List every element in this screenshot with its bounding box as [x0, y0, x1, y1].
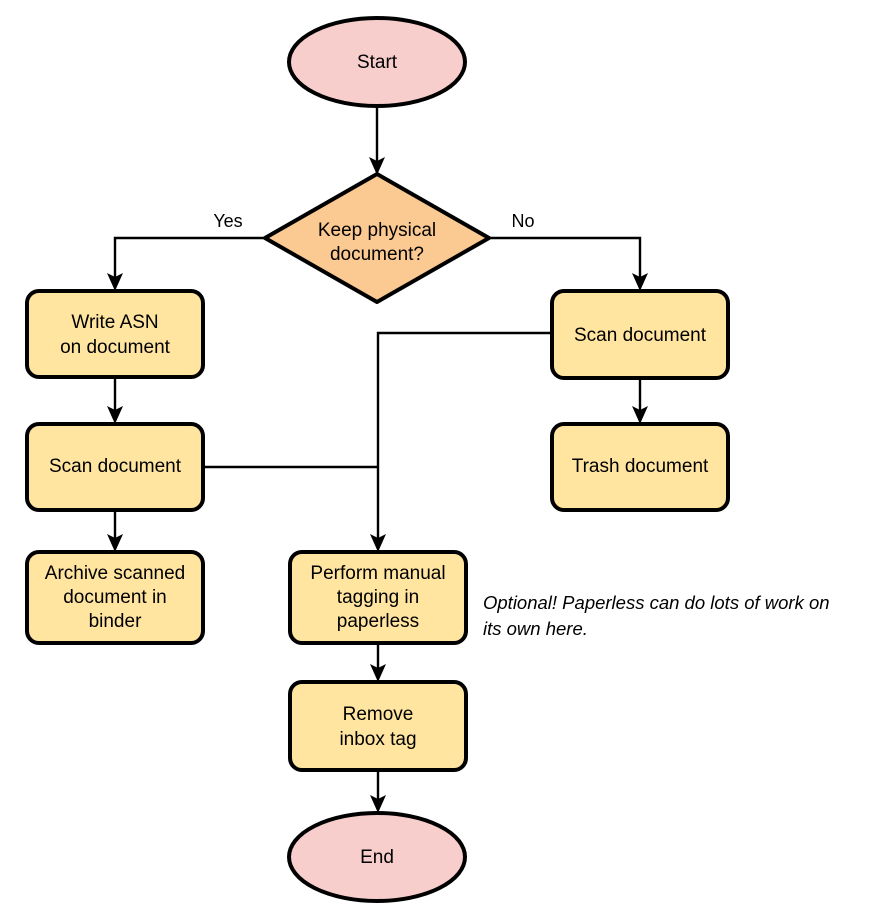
edge-scan-right-to-tagging: [370, 331, 552, 552]
node-trash-document[interactable]: Trash document: [550, 422, 730, 512]
edge-decision-no-to-scan-right: No: [489, 211, 648, 291]
arrowhead-icon: [107, 273, 123, 291]
remove-tag-box[interactable]: [288, 680, 468, 772]
archive-label-line1: Archive scanned: [45, 563, 185, 584]
node-perform-manual-tagging[interactable]: Perform manual tagging in paperless: [288, 550, 468, 645]
scan-right-label: Scan document: [574, 325, 707, 346]
annotation-line1: Optional! Paperless can do lots of work …: [483, 592, 830, 613]
node-archive-scanned-document[interactable]: Archive scanned document in binder: [25, 550, 205, 645]
node-remove-inbox-tag[interactable]: Remove inbox tag: [288, 680, 468, 772]
edge-scan-right-to-trash: [632, 378, 648, 424]
node-scan-document-left[interactable]: Scan document: [25, 422, 205, 512]
edge-label-no: No: [511, 211, 534, 231]
edge-line: [376, 331, 552, 539]
scan-left-box[interactable]: [25, 422, 205, 512]
edge-scan-left-to-archive: [107, 510, 123, 552]
edge-start-to-decision: [369, 104, 385, 175]
end-label: End: [360, 847, 394, 868]
annotation-optional-note: Optional! Paperless can do lots of work …: [483, 592, 830, 639]
tagging-box[interactable]: [288, 550, 468, 645]
arrowhead-icon: [369, 157, 385, 175]
decision-label-line1: Keep physical: [318, 220, 436, 241]
edge-tagging-to-remove-tag: [370, 643, 386, 682]
tagging-label-line2: tagging in: [337, 587, 419, 608]
trash-label: Trash document: [572, 456, 709, 477]
start-label: Start: [357, 52, 398, 73]
edge-label-yes: Yes: [213, 211, 242, 231]
write-asn-label-line1: Write ASN: [71, 312, 158, 333]
node-decision-keep-physical-document[interactable]: Keep physical document?: [263, 172, 491, 304]
trash-box[interactable]: [550, 422, 730, 512]
arrowhead-icon: [632, 406, 648, 424]
annotation-line2: its own here.: [483, 618, 588, 639]
tagging-label-line3: paperless: [337, 611, 419, 632]
edge-line: [113, 236, 265, 278]
edge-decision-yes-to-write-asn: Yes: [107, 211, 265, 291]
edge-write-asn-to-scan-left: [107, 377, 123, 424]
arrowhead-icon: [107, 406, 123, 424]
remove-tag-label-line1: Remove: [343, 704, 414, 725]
tagging-label-line1: Perform manual: [310, 563, 445, 584]
arrowhead-icon: [370, 795, 386, 813]
start-ellipse[interactable]: [287, 16, 467, 108]
edge-remove-tag-to-end: [370, 770, 386, 813]
archive-box[interactable]: [25, 550, 205, 645]
arrowhead-icon: [370, 534, 386, 552]
archive-label-line3: binder: [89, 611, 142, 632]
remove-tag-label-line2: inbox tag: [339, 729, 416, 750]
arrowhead-icon: [370, 664, 386, 682]
write-asn-label-line2: on document: [60, 337, 171, 358]
scan-left-label: Scan document: [49, 456, 182, 477]
archive-label-line2: document in: [63, 587, 167, 608]
scan-right-box[interactable]: [550, 289, 730, 380]
node-start[interactable]: Start: [287, 16, 467, 108]
edge-line: [489, 236, 642, 278]
write-asn-box[interactable]: [25, 289, 205, 379]
node-scan-document-right[interactable]: Scan document: [550, 289, 730, 380]
arrowhead-icon: [107, 534, 123, 552]
end-ellipse[interactable]: [287, 811, 467, 903]
node-write-asn[interactable]: Write ASN on document: [25, 289, 205, 379]
node-end[interactable]: End: [287, 811, 467, 903]
arrowhead-icon: [632, 273, 648, 291]
decision-label-line2: document?: [330, 244, 424, 265]
decision-diamond[interactable]: [263, 172, 491, 304]
